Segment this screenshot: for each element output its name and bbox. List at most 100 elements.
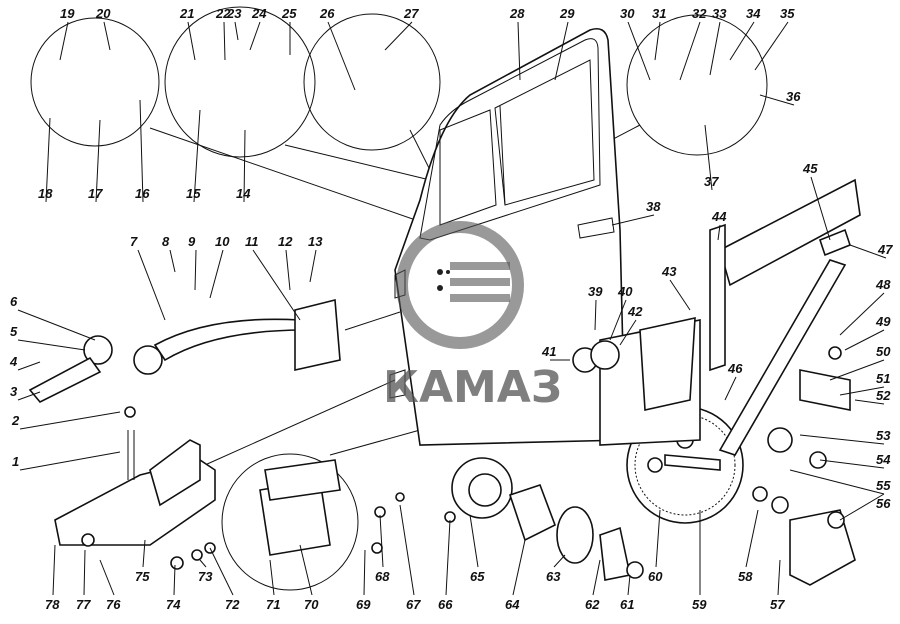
callout-label-75: 75: [135, 569, 150, 584]
callout-label-50: 50: [876, 344, 891, 359]
callout-label-7: 7: [130, 234, 138, 249]
callout-leader-28: [517, 21, 521, 81]
callout-leader-9: [194, 249, 197, 291]
callout-label-66: 66: [438, 597, 453, 612]
callout-leader-11: [252, 249, 301, 321]
callout-label-37: 37: [704, 174, 719, 189]
callout-label-35: 35: [780, 6, 795, 21]
callout-leader-73: [199, 559, 207, 568]
callout-leader-2: [19, 411, 121, 430]
callout-leader-69: [363, 549, 366, 596]
callout-leader-4: [17, 361, 41, 371]
callout-label-16: 16: [135, 186, 150, 201]
callout-leader-74: [173, 564, 176, 596]
callout-leader-61: [627, 574, 631, 596]
callout-label-32: 32: [692, 6, 707, 21]
callout-label-43: 43: [661, 264, 677, 279]
callout-label-44: 44: [711, 209, 727, 224]
callout-label-14: 14: [236, 186, 251, 201]
callout-leader-58: [745, 509, 759, 568]
callout-label-12: 12: [278, 234, 293, 249]
callout-leader-63: [553, 554, 566, 568]
detail-circle-hinge: [164, 6, 316, 158]
callout-label-39: 39: [588, 284, 603, 299]
callout-label-18: 18: [38, 186, 53, 201]
callout-leader-75: [142, 539, 146, 568]
callout-leader-65: [469, 514, 479, 568]
callout-label-55: 55: [876, 478, 891, 493]
callout-leader-46: [724, 376, 737, 401]
callout-label-25: 25: [281, 6, 297, 21]
callout-label-64: 64: [505, 597, 520, 612]
callout-label-27: 27: [403, 6, 419, 21]
callout-leader-5: [17, 339, 86, 351]
callout-label-46: 46: [727, 361, 743, 376]
callout-leader-21: [187, 21, 196, 61]
callout-leader-44: [717, 224, 721, 241]
window-regulator: [572, 178, 861, 524]
callout-leader-43: [669, 279, 691, 311]
callout-leader-45: [810, 176, 831, 241]
callout-label-38: 38: [646, 199, 661, 214]
callout-leader-76: [99, 559, 115, 596]
callout-leader-54: [819, 459, 885, 469]
callout-label-20: 20: [95, 6, 111, 21]
callout-label-17: 17: [88, 186, 103, 201]
callout-label-60: 60: [648, 569, 663, 584]
callout-leader-68: [379, 514, 384, 568]
callout-label-19: 19: [60, 6, 75, 21]
callout-label-10: 10: [215, 234, 230, 249]
callout-leader-55: [789, 469, 885, 495]
callout-label-70: 70: [304, 597, 319, 612]
callout-leader-20: [103, 21, 111, 51]
callout-label-78: 78: [45, 597, 60, 612]
right-fasteners: [752, 346, 856, 586]
callout-label-77: 77: [76, 597, 91, 612]
callout-label-36: 36: [786, 89, 801, 104]
callout-leader-8: [169, 249, 176, 273]
callout-label-11: 11: [245, 234, 259, 249]
callout-label-68: 68: [375, 569, 390, 584]
detail-circle-pocket: [221, 453, 359, 591]
callout-leader-36: [759, 94, 795, 106]
callout-leader-32: [679, 21, 701, 81]
callout-label-45: 45: [802, 161, 818, 176]
detail-circle-striker: [303, 13, 441, 151]
callout-label-1: 1: [12, 454, 19, 469]
callout-leader-62: [592, 559, 601, 596]
callout-leader-15: [193, 109, 201, 203]
callout-leader-50: [829, 359, 885, 381]
detail-circle-lock: [30, 17, 160, 147]
callout-label-48: 48: [875, 277, 891, 292]
callout-label-49: 49: [875, 314, 891, 329]
callout-leader-49: [844, 329, 885, 351]
callout-leader-52: [854, 399, 885, 405]
callout-label-72: 72: [225, 597, 240, 612]
callout-leader-48: [839, 292, 885, 336]
callout-leader-56: [839, 493, 885, 521]
callout-leader-31: [654, 21, 661, 61]
callout-leader-51: [839, 386, 885, 396]
callout-label-61: 61: [620, 597, 634, 612]
callout-label-41: 41: [541, 344, 556, 359]
callout-leader-27: [384, 21, 413, 51]
callout-label-21: 21: [179, 6, 194, 21]
callout-leader-35: [754, 21, 789, 71]
callout-label-30: 30: [620, 6, 635, 21]
callout-label-23: 23: [226, 6, 242, 21]
callout-label-73: 73: [198, 569, 213, 584]
callout-leader-1: [19, 451, 121, 471]
door-pocket: [170, 459, 405, 570]
detail-circles: [30, 6, 768, 591]
callout-leader-18: [45, 117, 51, 203]
callout-label-6: 6: [10, 294, 18, 309]
callout-label-3: 3: [10, 384, 18, 399]
callout-leader-40: [609, 299, 627, 341]
callout-leader-14: [243, 129, 246, 203]
callout-leader-67: [399, 504, 415, 596]
lower-hinge: [54, 406, 216, 547]
callout-label-58: 58: [738, 569, 753, 584]
callout-leader-30: [627, 21, 651, 81]
callout-leader-47: [849, 244, 887, 259]
